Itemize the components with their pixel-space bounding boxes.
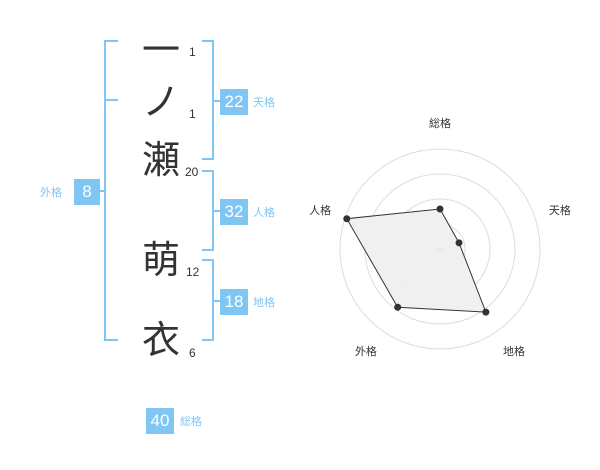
radar-axis-label-2: 天格 (549, 203, 571, 217)
jinkaku-value: 32 (220, 199, 248, 225)
jinkaku-bracket-top-tick (202, 170, 214, 172)
gaikaku-bracket-vertical (104, 40, 106, 341)
chikaku-bracket-top-tick (202, 259, 214, 261)
radar-ring-4 (339, 148, 541, 350)
jinkaku-label: 人格 (253, 206, 275, 219)
radar-axis-label-3: 地格 (503, 344, 525, 358)
jinkaku-connector (213, 210, 221, 212)
gaikaku-bracket-bottom-tick (104, 339, 118, 341)
radar-point-2 (455, 239, 463, 247)
stroke-count-2: 1 (189, 107, 196, 121)
name-char-5: 衣 (141, 318, 180, 362)
name-char-4: 萌 (141, 238, 180, 282)
chikaku-value: 18 (220, 289, 248, 315)
chikaku-label: 地格 (253, 296, 275, 309)
radar-axis-label-4: 外格 (355, 344, 377, 358)
gaikaku-bracket-top-tick (104, 40, 118, 42)
stroke-count-4: 12 (186, 265, 200, 279)
name-char-1: 一 (141, 28, 180, 72)
radar-axis-label-5: 人格 (309, 203, 331, 217)
radar-point-4 (394, 303, 402, 311)
radar-point-3 (482, 308, 490, 316)
radar-point-1 (436, 205, 444, 213)
radar-axis-label-1: 総格 (429, 116, 451, 130)
stroke-count-3: 20 (185, 165, 199, 179)
gaikaku-bracket-mid-tick (104, 99, 118, 101)
jinkaku-bracket-bottom-tick (202, 249, 214, 251)
radar-polygon (345, 208, 487, 313)
name-char-2: ノ (141, 80, 180, 124)
soukaku-value: 40 (146, 408, 174, 434)
chikaku-bracket-bottom-tick (202, 339, 214, 341)
soukaku-label: 総格 (180, 415, 202, 428)
name-char-3: 瀬 (141, 138, 180, 182)
gaikaku-value: 8 (74, 179, 100, 205)
stroke-count-1: 1 (189, 45, 196, 59)
tenkaku-label: 天格 (253, 96, 275, 109)
radar-point-5 (343, 215, 351, 223)
tenkaku-value: 22 (220, 89, 248, 115)
tenkaku-bracket-top-tick (202, 40, 214, 42)
gaikaku-label: 外格 (40, 186, 62, 199)
stroke-count-5: 6 (189, 346, 196, 360)
tenkaku-bracket-bottom-tick (202, 158, 214, 160)
gaikaku-connector (100, 190, 105, 192)
chikaku-connector (213, 300, 221, 302)
tenkaku-connector (213, 100, 221, 102)
